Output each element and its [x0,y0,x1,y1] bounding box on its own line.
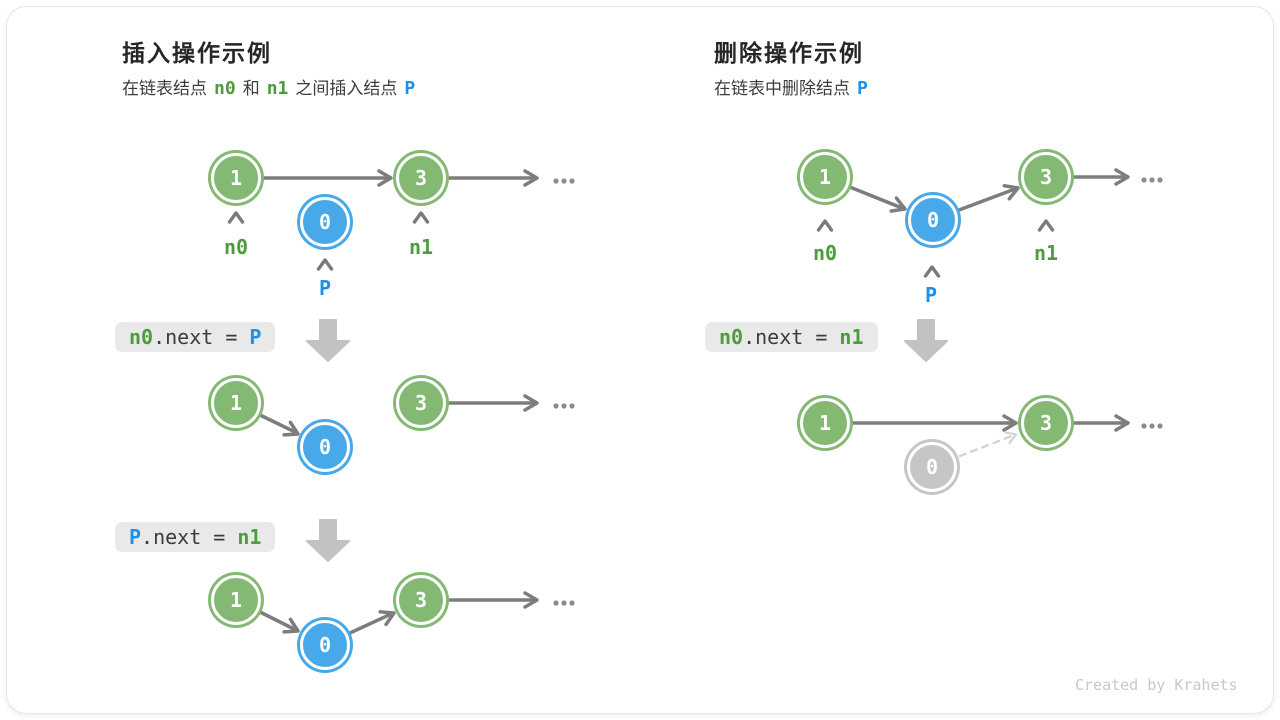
code-token-p: P [129,525,142,549]
arrow-insert3-1-to-0 [259,610,300,634]
arrow-insert1-1-to-3 [262,169,393,187]
arrow-delete2-0-to-3-dashed [958,431,1018,458]
subtitle-token-n1: n1 [266,78,289,99]
arrow-delete1-0-to-3 [957,183,1020,212]
pointer-label-n1: n1 [408,235,434,259]
caret-up-icon [923,265,941,278]
caret-up-icon [412,211,430,224]
delete-section-title: 删除操作示例 [714,40,864,66]
caret-up-icon [816,219,834,232]
insert-section-subtitle: 在链表结点 n0 和 n1 之间插入结点 P [122,77,422,101]
code-token-next: .next = [743,325,840,349]
node-value-3: 3 [396,378,446,428]
down-arrow-icon [306,519,350,562]
down-arrow-icon [306,319,350,362]
pointer-label-p: P [924,283,938,307]
arrow-insert1-3-to-ellipsis [447,169,539,187]
pointer-label-p: P [318,276,332,300]
code-statement-n0-next-n1: n0.next = n1 [705,322,878,352]
node-value-3: 3 [396,575,446,625]
code-token-next: .next = [153,325,250,349]
code-token-n0: n0 [129,325,154,349]
node-value-0-removed: 0 [907,442,957,492]
caret-up-icon [227,211,245,224]
node-value-3: 3 [1021,152,1071,202]
node-value-1: 1 [800,152,850,202]
node-value-1: 1 [211,378,261,428]
credit-text: Created by Krahets [1075,676,1238,694]
node-value-0-inserted: 0 [300,197,350,247]
subtitle-token-p: P [857,78,868,99]
ellipsis-icon [553,178,575,184]
ellipsis-icon [553,600,575,606]
node-value-1: 1 [800,398,850,448]
caret-up-icon [1037,219,1055,232]
code-token-n1: n1 [839,325,864,349]
arrow-insert3-3-to-ellipsis [447,591,539,609]
arrow-delete1-3-to-ellipsis [1072,168,1130,186]
subtitle-text: 在链表中删除结点 [714,79,850,98]
ellipsis-icon [1141,177,1163,183]
pointer-label-n0: n0 [223,235,249,259]
subtitle-token-p: P [404,78,416,99]
ellipsis-icon [553,403,575,409]
code-token-p: P [249,325,262,349]
code-statement-p-next-n1: P.next = n1 [115,522,276,552]
node-value-1: 1 [211,153,261,203]
node-value-0-inserted: 0 [300,620,350,670]
node-value-0-to-delete: 0 [908,195,958,245]
arrow-insert3-0-to-3 [348,610,396,635]
ellipsis-icon [1141,423,1163,429]
subtitle-token-n0: n0 [214,78,236,99]
code-token-n0: n0 [719,325,744,349]
arrow-insert2-1-to-0 [259,413,300,437]
code-statement-n0-next-p: n0.next = P [115,322,276,352]
down-arrow-icon [904,319,948,362]
arrow-delete2-3-to-ellipsis [1072,414,1130,432]
node-value-3: 3 [396,153,446,203]
subtitle-text: 在链表结点 [122,79,207,98]
node-value-3: 3 [1021,398,1071,448]
node-value-1: 1 [211,575,261,625]
arrow-delete2-1-to-3 [851,414,1018,432]
pointer-label-n1: n1 [1033,241,1059,265]
arrow-insert2-3-to-ellipsis [447,394,539,412]
code-token-n1: n1 [237,525,262,549]
delete-section-subtitle: 在链表中删除结点 P [714,77,875,101]
pointer-label-n0: n0 [812,241,838,265]
node-value-0-inserted: 0 [300,422,350,472]
code-token-next: .next = [141,525,238,549]
insert-section-title: 插入操作示例 [122,40,272,66]
caret-up-icon [316,258,334,271]
arrow-delete1-1-to-0 [849,185,907,213]
subtitle-text: 之间插入结点 [295,79,398,98]
subtitle-text: 和 [242,79,260,98]
